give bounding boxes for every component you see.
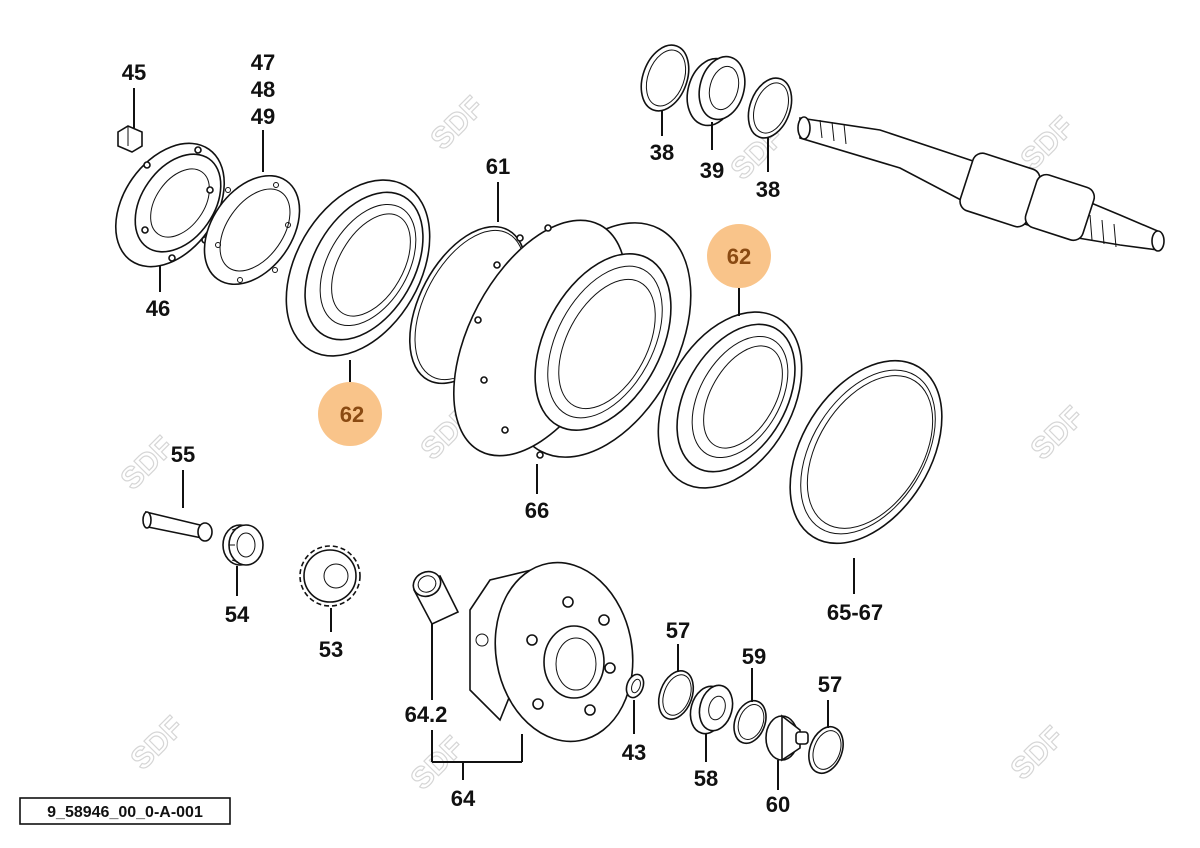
label-38-a[interactable]: 38 — [650, 140, 674, 165]
watermark: SDF — [425, 90, 491, 156]
label-43[interactable]: 43 — [622, 740, 646, 765]
label-39[interactable]: 39 — [700, 158, 724, 183]
label-60[interactable]: 60 — [766, 792, 790, 817]
part-65-67-seal[interactable] — [759, 333, 974, 570]
label-58[interactable]: 58 — [694, 766, 718, 791]
label-64[interactable]: 64 — [451, 786, 476, 811]
label-66[interactable]: 66 — [525, 498, 549, 523]
part-57-snap-ring-a[interactable] — [652, 666, 699, 724]
part-62-bearing-right[interactable] — [629, 287, 831, 514]
label-53[interactable]: 53 — [319, 637, 343, 662]
part-55-pin[interactable] — [142, 510, 213, 542]
label-55[interactable]: 55 — [171, 442, 195, 467]
label-57-b[interactable]: 57 — [818, 672, 842, 697]
label-65-67[interactable]: 65-67 — [827, 600, 883, 625]
drawing-code-box: 9_58946_00_0-A-001 — [19, 797, 231, 825]
watermark: SDF — [125, 710, 191, 776]
label-62-left[interactable]: 62 — [340, 402, 364, 427]
part-60-cap[interactable] — [765, 714, 809, 762]
part-53-gear[interactable] — [299, 545, 361, 607]
label-54[interactable]: 54 — [225, 602, 250, 627]
drawing-code: 9_58946_00_0-A-001 — [47, 804, 203, 821]
part-66-hub[interactable] — [418, 192, 728, 488]
watermark: SDF — [1005, 720, 1071, 786]
part-57-snap-ring-b[interactable] — [803, 722, 849, 778]
label-38-b[interactable]: 38 — [756, 177, 780, 202]
part-43-washer[interactable] — [623, 672, 646, 700]
label-46[interactable]: 46 — [146, 296, 170, 321]
part-47-49-gasket[interactable] — [185, 158, 319, 302]
label-49[interactable]: 49 — [251, 104, 275, 129]
label-57-a[interactable]: 57 — [666, 618, 690, 643]
label-48[interactable]: 48 — [251, 77, 275, 102]
part-45-bolt[interactable] — [117, 125, 143, 153]
label-64-2[interactable]: 64.2 — [405, 702, 448, 727]
part-54-needle-bearing[interactable] — [222, 524, 264, 566]
part-39-bearing[interactable] — [680, 51, 752, 131]
label-47[interactable]: 47 — [251, 50, 275, 75]
drive-shaft[interactable] — [797, 116, 1165, 252]
watermark: SDF — [1025, 400, 1091, 466]
part-38-snap-ring-a[interactable] — [633, 39, 698, 118]
label-62-right[interactable]: 62 — [727, 244, 751, 269]
label-61[interactable]: 61 — [486, 154, 510, 179]
part-labels: 45 47 48 49 46 61 62 62 66 38 39 38 55 5… — [122, 50, 883, 817]
leader-64-bracket — [431, 730, 523, 780]
part-58-ball-bearing[interactable] — [685, 682, 737, 738]
part-38-snap-ring-b[interactable] — [741, 72, 800, 144]
part-64-2-bushing[interactable] — [409, 567, 460, 626]
part-46-flange-plate[interactable] — [93, 123, 246, 287]
label-45[interactable]: 45 — [122, 60, 146, 85]
part-64-planet-carrier[interactable] — [469, 552, 647, 753]
highlight-62-right — [707, 224, 771, 288]
part-62-bearing-left[interactable] — [257, 155, 459, 382]
label-59[interactable]: 59 — [742, 644, 766, 669]
part-59-o-ring[interactable] — [728, 696, 771, 748]
highlight-62-left — [318, 382, 382, 446]
